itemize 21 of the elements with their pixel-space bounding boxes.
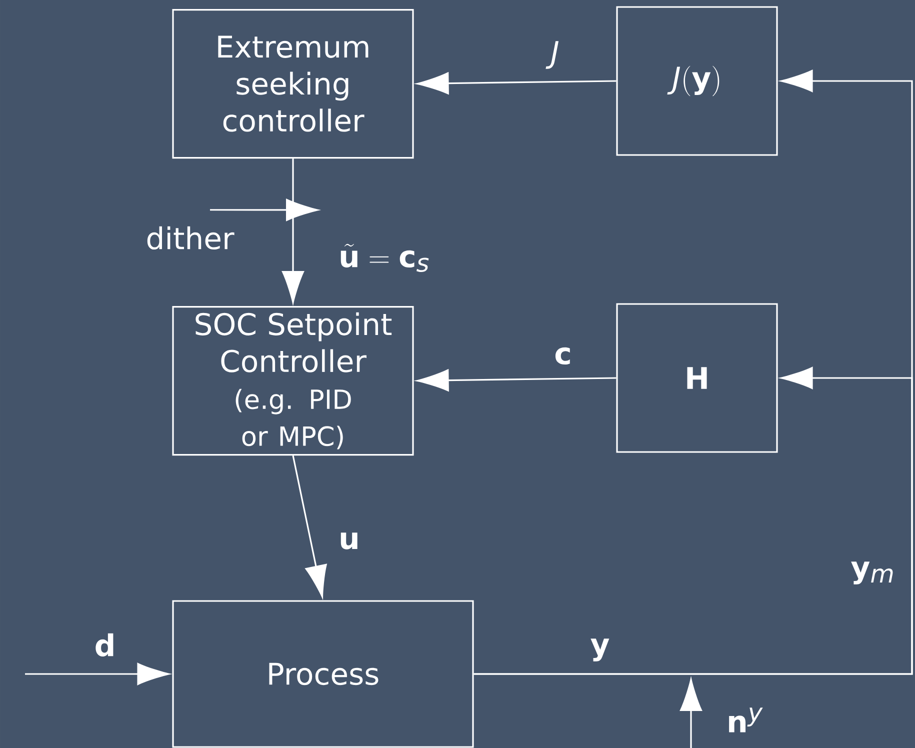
arrow xyxy=(416,369,616,392)
edge-label: $J$ xyxy=(546,41,559,69)
edge-label: $\mathbf{u}$ xyxy=(340,532,358,550)
matrix-box: $\mathbf{H}$ xyxy=(616,303,778,453)
signal-label: $\mathbf{y}$ xyxy=(590,638,610,662)
process-box: Process xyxy=(172,600,474,748)
edge-label: $\mathbf{d}$ xyxy=(96,633,114,657)
signal-label: $\mathbf{y}_m$ xyxy=(851,562,893,584)
signal-label: $\mathbf{n}^y$ xyxy=(729,708,763,732)
controller-box: SOC Setpoint Controller (e.g. PID or MPC) xyxy=(172,306,414,456)
arrow xyxy=(416,72,616,94)
arrow xyxy=(210,198,318,221)
edge-label: $\mathbf{c}$ xyxy=(555,347,570,365)
edge-label: $\tilde{\mathbf{u}} = \mathbf{c}_s$ xyxy=(340,244,429,272)
input-label: dither xyxy=(147,226,234,250)
controller-box: Extremum seeking controller xyxy=(172,8,414,159)
arrow xyxy=(474,366,913,675)
arrow xyxy=(25,663,170,685)
function-box: $J(\mathbf{y})$ xyxy=(616,6,778,156)
arrow xyxy=(282,158,304,304)
arrow xyxy=(292,455,327,598)
